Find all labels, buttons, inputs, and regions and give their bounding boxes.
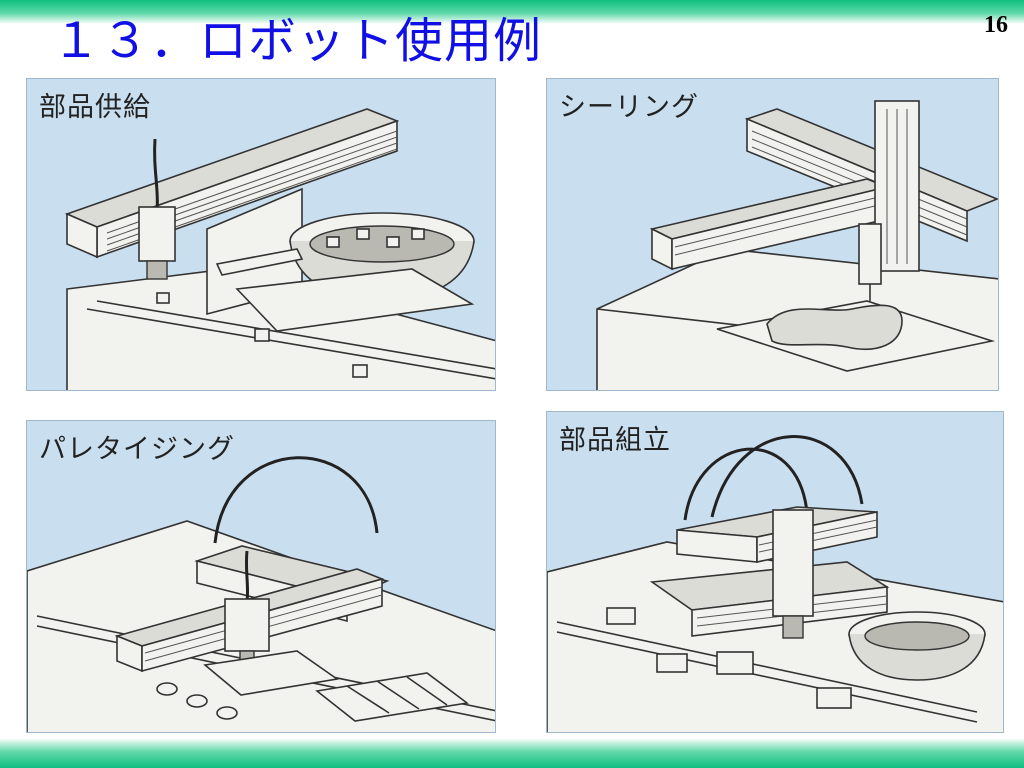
top-gradient-band bbox=[0, 0, 1024, 24]
gripper bbox=[146, 260, 168, 280]
arc-cable bbox=[213, 456, 379, 544]
z-axis-block bbox=[224, 598, 270, 652]
page-number: 16 bbox=[984, 12, 1008, 38]
panel-parts-assembly: 部品組立 bbox=[546, 411, 1004, 733]
parts-chute bbox=[215, 248, 304, 276]
cable-left bbox=[683, 447, 809, 521]
panel-label-palletizing: パレタイジング bbox=[39, 434, 235, 465]
work-table bbox=[547, 541, 1003, 732]
z-axis-column bbox=[772, 509, 814, 617]
slide-title: １３．ロボット使用例 bbox=[52, 13, 543, 69]
panel-palletizing: パレタイジング bbox=[26, 420, 496, 733]
gripper bbox=[782, 615, 804, 639]
panel-parts-feeding: 部品供給 bbox=[26, 78, 496, 391]
panel-label-parts-feeding: 部品供給 bbox=[39, 92, 151, 123]
palletizing-illustration bbox=[27, 456, 495, 732]
cable-right bbox=[710, 435, 864, 518]
parts-assembly-illustration bbox=[547, 435, 1003, 732]
pallet-left bbox=[203, 650, 340, 696]
sealing-nozzle bbox=[858, 223, 882, 285]
bottom-gradient-band bbox=[0, 738, 1024, 768]
panel-label-sealing: シーリング bbox=[559, 92, 699, 123]
seal-workpiece bbox=[766, 304, 903, 350]
z-axis-block bbox=[138, 206, 176, 262]
parts-feeding-illustration bbox=[64, 108, 495, 390]
sealing-illustration bbox=[596, 100, 998, 390]
cable bbox=[153, 138, 159, 212]
panel-sealing: シーリング bbox=[546, 78, 999, 391]
panel-label-parts-assembly: 部品組立 bbox=[559, 425, 671, 456]
pallet-right bbox=[315, 672, 469, 722]
